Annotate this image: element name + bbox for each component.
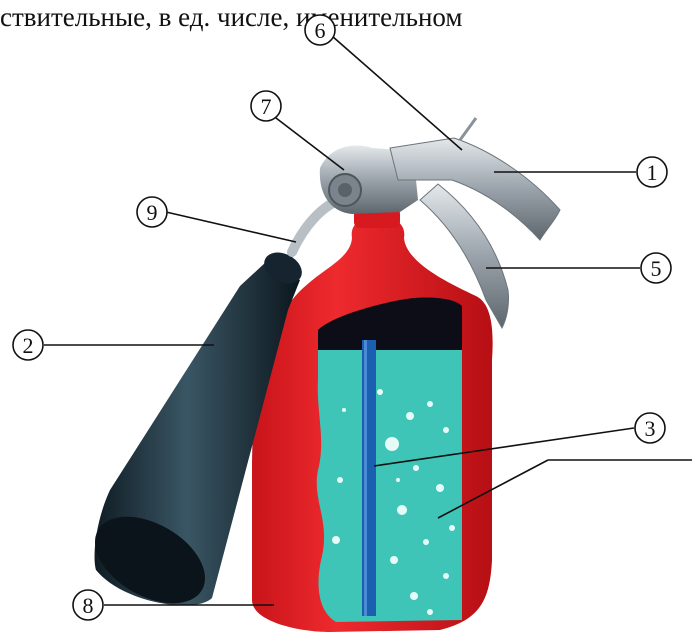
svg-text:7: 7 <box>261 94 272 119</box>
svg-text:2: 2 <box>23 333 34 358</box>
safety-pin <box>460 118 476 140</box>
valve-nut-inner <box>338 183 352 197</box>
callout-3: 3 <box>635 413 665 443</box>
svg-text:5: 5 <box>651 256 662 281</box>
svg-text:8: 8 <box>83 593 94 618</box>
svg-text:3: 3 <box>645 416 656 441</box>
callout-2: 2 <box>13 330 43 360</box>
callout-8: 8 <box>73 590 103 620</box>
svg-text:9: 9 <box>147 200 158 225</box>
svg-text:1: 1 <box>647 160 658 185</box>
callout-1: 1 <box>637 157 667 187</box>
callout-7: 7 <box>251 91 281 121</box>
callout-6: 6 <box>305 15 335 45</box>
discharge-tube <box>292 200 340 252</box>
callout-9: 9 <box>137 197 167 227</box>
callout-5: 5 <box>641 253 671 283</box>
siphon-tube-highlight <box>364 340 367 616</box>
svg-text:6: 6 <box>315 18 326 43</box>
